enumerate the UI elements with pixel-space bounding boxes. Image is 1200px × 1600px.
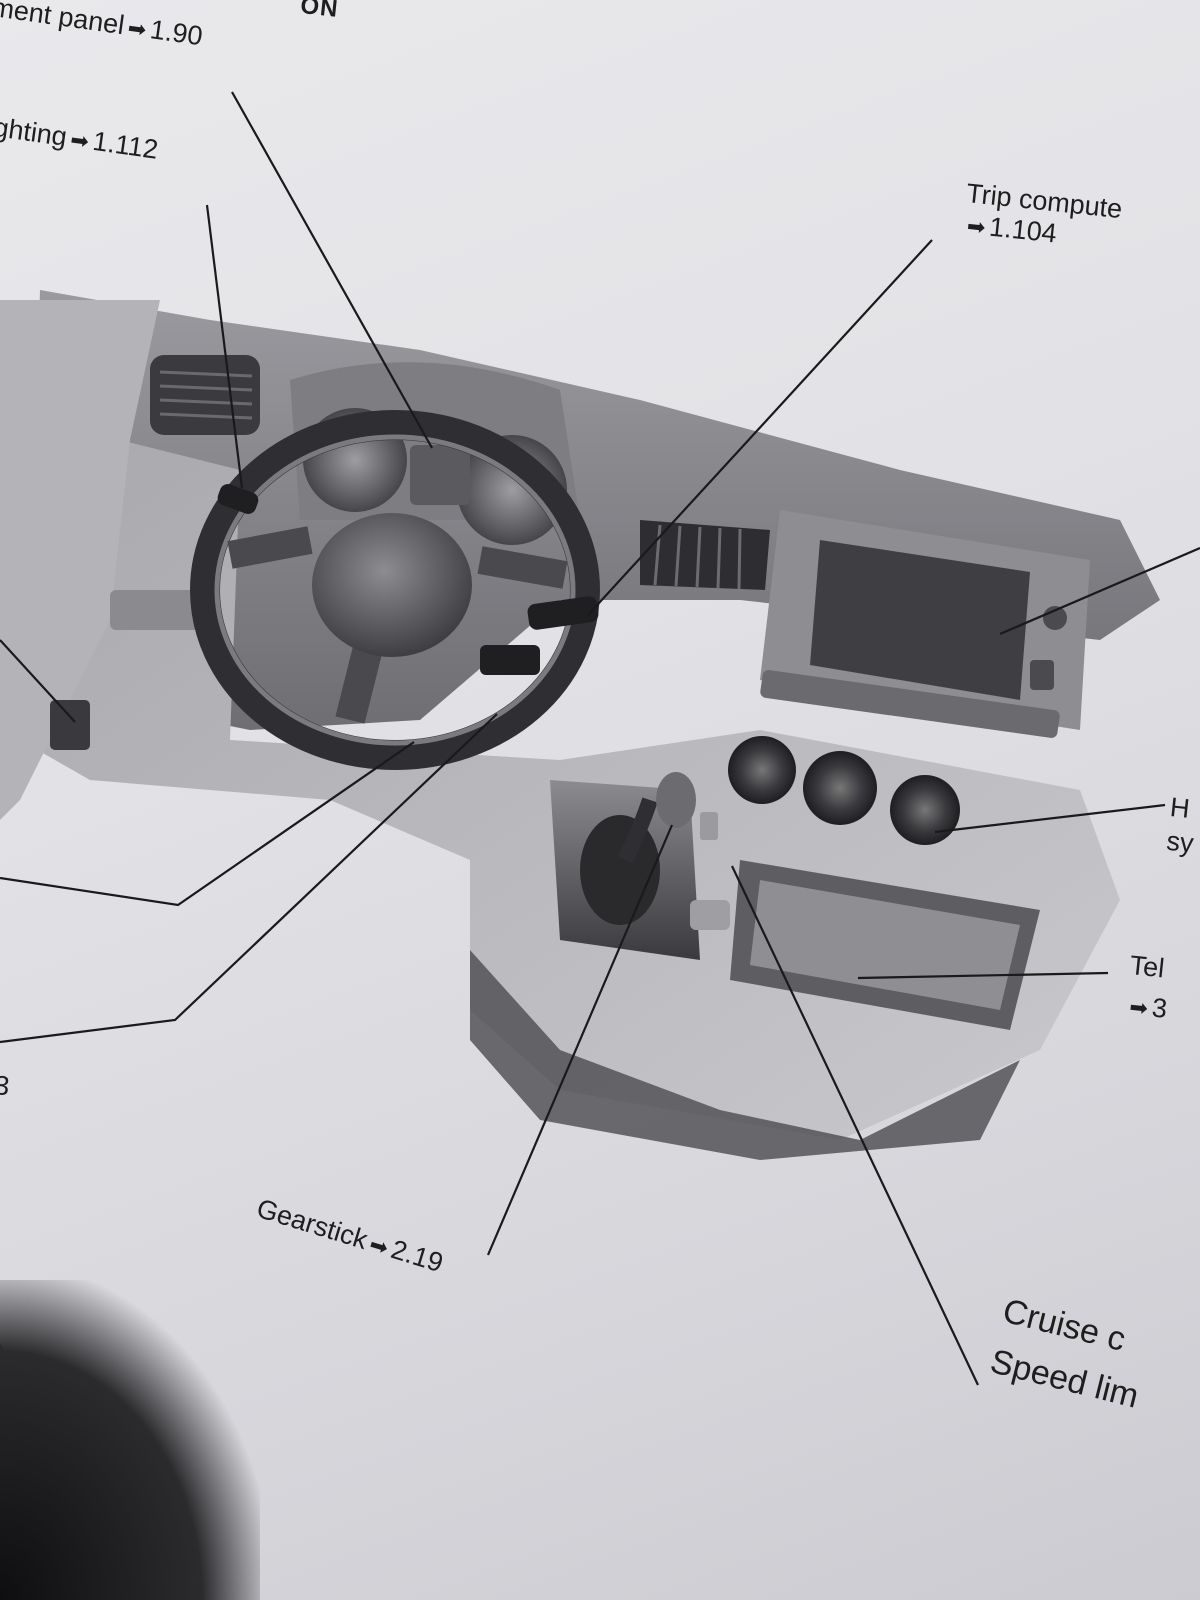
wiper-stalk (527, 596, 599, 630)
heating-knob-right (890, 775, 960, 845)
leader-left-upper (0, 741, 415, 907)
control-stalk (480, 645, 540, 675)
left-switch (50, 700, 90, 750)
steering-wheel (190, 410, 600, 770)
callout-instrument-panel-ref: 1.90 (148, 14, 205, 52)
arrow-right-icon: ➡ (1128, 995, 1150, 1022)
gear-knob (656, 772, 696, 828)
leader-left-lower (0, 713, 498, 1044)
centre-vent (640, 520, 770, 590)
heating-knob-centre (803, 751, 877, 825)
leader-cruise (731, 865, 979, 1386)
leader-lighting (205, 204, 244, 489)
leader-gearstick (486, 824, 674, 1256)
cluster-display (410, 445, 470, 505)
speed-limiter-switch (700, 812, 718, 840)
steering-hub (312, 513, 472, 657)
multimedia-screen (810, 540, 1030, 700)
lighting-stalk (217, 484, 259, 514)
lap-shadow (0, 1280, 260, 1600)
callout-telephone: Tel ➡3 (1123, 945, 1173, 1032)
heating-knob-left (728, 736, 796, 804)
leader-trip-computer (587, 239, 933, 616)
leader-telephone (857, 971, 1109, 980)
gear-lever (617, 797, 658, 864)
usb-socket (690, 900, 730, 930)
callout-telephone-ref: 3 (1150, 992, 1169, 1024)
arrow-right-icon: ➡ (68, 127, 91, 156)
leader-heating (934, 803, 1166, 834)
arrow-right-icon: ➡ (126, 16, 148, 44)
leader-instrument-panel (231, 91, 433, 449)
arrow-right-icon: ➡ (965, 214, 987, 242)
multimedia-button (1030, 660, 1054, 690)
lower-console-shadow (470, 950, 1020, 1160)
left-door-panel (0, 300, 160, 820)
multimedia-strip (760, 670, 1060, 738)
leader-left-side (0, 639, 76, 723)
callout-heating-line1: H (1168, 791, 1192, 824)
storage-tray-inner (750, 880, 1020, 1010)
arrow-right-icon: ➡ (366, 1232, 392, 1262)
callout-heating-line2: sy (1165, 825, 1196, 859)
callout-telephone-text: Tel (1128, 949, 1166, 984)
page-header-fragment: ON (299, 0, 340, 23)
callout-trip-computer-ref: 1.104 (987, 211, 1059, 249)
leader-multimedia (999, 546, 1200, 636)
